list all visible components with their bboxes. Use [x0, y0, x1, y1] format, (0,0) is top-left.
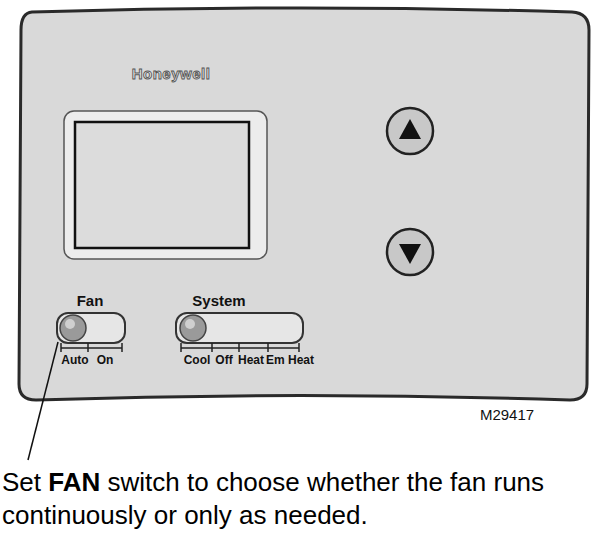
brand-logo: Honeywell [132, 66, 211, 81]
switch-label: Fan [77, 293, 104, 308]
figure-number: M29417 [480, 407, 534, 422]
leader-line [28, 342, 58, 460]
display-screen [75, 122, 249, 248]
fan-switch-knob [60, 315, 86, 341]
switch-label: System [192, 293, 245, 308]
fan-switch-slot [57, 313, 125, 343]
position-label: On [97, 354, 114, 366]
up-arrow [399, 119, 421, 139]
position-label: Heat [238, 354, 264, 366]
position-label: Cool [184, 354, 211, 366]
down-button [387, 229, 433, 275]
down-arrow [399, 244, 421, 264]
position-label: Off [215, 354, 232, 366]
display-bezel [64, 111, 267, 259]
position-label: Auto [61, 354, 88, 366]
position-label: Em Heat [266, 354, 314, 366]
knob-highlight [65, 319, 75, 329]
caption: Set FAN switch to choose whether the fan… [2, 466, 592, 532]
system-switch-slot [176, 313, 303, 343]
switch-ticks [61, 343, 299, 352]
thermostat-housing [19, 8, 589, 400]
up-button [387, 108, 433, 154]
system-switch-knob [180, 315, 206, 341]
knob-highlight [185, 319, 195, 329]
